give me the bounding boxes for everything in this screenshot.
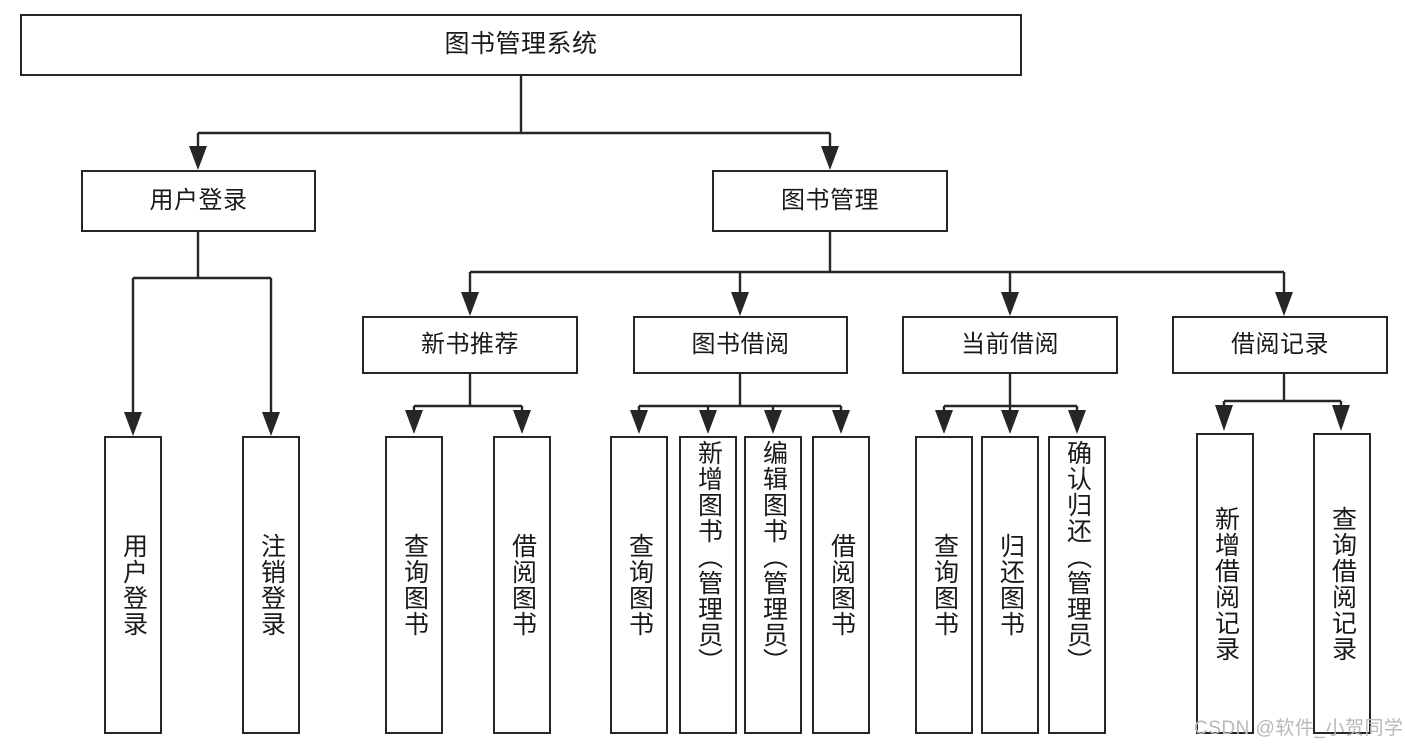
node-label: 新增图书（管理员） xyxy=(694,440,723,674)
leaf-logout[interactable]: 注销登录 xyxy=(242,436,300,734)
leaf-borrow-book[interactable]: 借阅图书 xyxy=(812,436,870,734)
node-label: 新增借阅记录 xyxy=(1211,505,1240,662)
node-new-book-recommend[interactable]: 新书推荐 xyxy=(362,316,578,374)
node-label: 编辑图书（管理员） xyxy=(759,440,788,674)
node-label: 当前借阅 xyxy=(961,330,1059,358)
node-label: 注销登录 xyxy=(257,533,286,637)
node-label: 查询图书 xyxy=(625,533,654,637)
node-book-borrow[interactable]: 图书借阅 xyxy=(633,316,848,374)
leaf-return-book[interactable]: 归还图书 xyxy=(981,436,1039,734)
node-user-login[interactable]: 用户登录 xyxy=(81,170,316,232)
node-label: 借阅图书 xyxy=(827,533,856,637)
csdn-watermark: CSDN @软件_小贺同学 xyxy=(1194,718,1404,739)
leaf-query-book-recommend[interactable]: 查询图书 xyxy=(385,436,443,734)
node-label: 用户登录 xyxy=(149,186,248,214)
node-label: 查询图书 xyxy=(930,533,959,637)
leaf-edit-book-admin[interactable]: 编辑图书（管理员） xyxy=(744,436,802,734)
node-label: 借阅记录 xyxy=(1231,330,1329,358)
leaf-borrow-book-recommend[interactable]: 借阅图书 xyxy=(493,436,551,734)
node-label: 确认归还（管理员） xyxy=(1063,440,1092,674)
node-label: 查询借阅记录 xyxy=(1328,505,1357,662)
node-label: 查询图书 xyxy=(400,533,429,637)
node-label: 图书借阅 xyxy=(691,330,790,358)
leaf-query-book-current[interactable]: 查询图书 xyxy=(915,436,973,734)
leaf-confirm-return-admin[interactable]: 确认归还（管理员） xyxy=(1048,436,1106,734)
leaf-query-book-borrow[interactable]: 查询图书 xyxy=(610,436,668,734)
leaf-user-login[interactable]: 用户登录 xyxy=(104,436,162,734)
node-label: 图书管理系统 xyxy=(444,30,598,59)
leaf-add-book-admin[interactable]: 新增图书（管理员） xyxy=(679,436,737,734)
node-label: 借阅图书 xyxy=(508,533,537,637)
node-label: 归还图书 xyxy=(996,533,1025,637)
node-label: 新书推荐 xyxy=(421,330,519,358)
leaf-query-borrow-record[interactable]: 查询借阅记录 xyxy=(1313,433,1371,734)
leaf-add-borrow-record[interactable]: 新增借阅记录 xyxy=(1196,433,1254,734)
node-book-management-system[interactable]: 图书管理系统 xyxy=(20,14,1022,76)
node-current-borrow[interactable]: 当前借阅 xyxy=(902,316,1118,374)
node-borrow-record[interactable]: 借阅记录 xyxy=(1172,316,1388,374)
node-label: 图书管理 xyxy=(781,186,879,214)
node-label: 用户登录 xyxy=(119,533,148,637)
node-book-management[interactable]: 图书管理 xyxy=(712,170,948,232)
